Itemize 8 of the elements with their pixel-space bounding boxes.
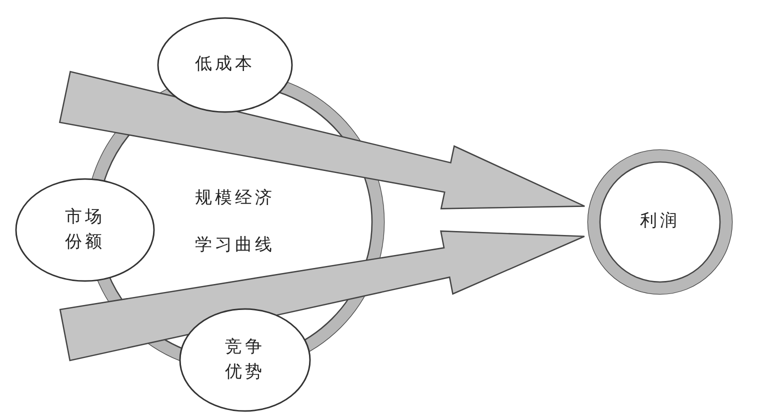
node-label: 低成本 bbox=[195, 53, 255, 76]
node-label: 竞争优势 bbox=[224, 336, 266, 384]
node-label: 市场份额 bbox=[64, 206, 106, 254]
node-label: 利润 bbox=[640, 210, 680, 234]
wide-arrow bbox=[59, 230, 586, 362]
node-label: 规模经济 bbox=[195, 186, 275, 210]
node-label: 学习曲线 bbox=[195, 234, 275, 257]
wide-arrow bbox=[58, 70, 586, 210]
